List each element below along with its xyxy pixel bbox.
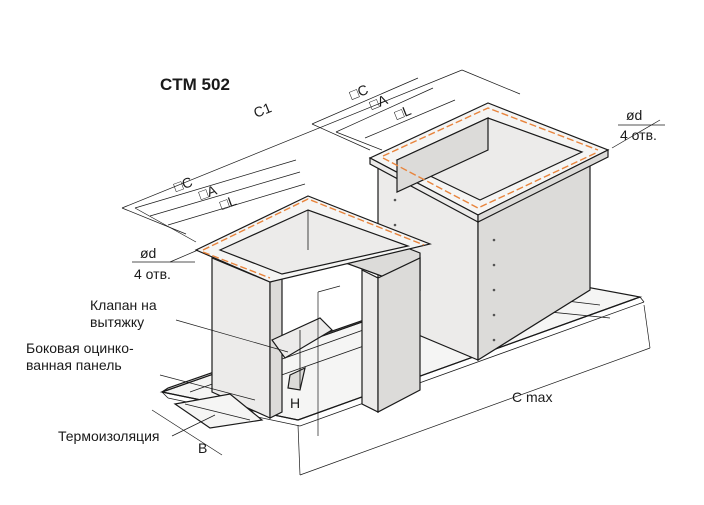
- holes-right-count: 4 отв.: [620, 127, 657, 143]
- dim-a-right-label: □A: [367, 91, 390, 113]
- left-box: [173, 195, 432, 429]
- callout-valve-line2: вытяжку: [90, 314, 144, 330]
- dim-c1-label: C1: [251, 99, 274, 121]
- holes-left-count: 4 отв.: [134, 266, 171, 282]
- holes-right-diameter: ød: [626, 107, 642, 123]
- dim-cmax-label: C max: [512, 389, 552, 405]
- callout-panel-line2: ванная панель: [26, 357, 122, 373]
- dimension-lines: [121, 69, 665, 476]
- valve: [271, 317, 333, 391]
- dim-a-left-label: □A: [197, 181, 220, 202]
- callout-valve-line1: Клапан на: [90, 297, 157, 313]
- drawing-title: CTM 502: [160, 75, 230, 94]
- callout-panel-line1: Боковая оцинко-: [26, 340, 134, 356]
- dim-l-left-label: □L: [218, 192, 239, 213]
- holes-left-diameter: ød: [140, 245, 156, 261]
- dim-b-label: B: [198, 440, 207, 456]
- callout-insulation: Термоизоляция: [58, 428, 159, 444]
- dim-h-label: H: [290, 395, 300, 411]
- dim-l-right-label: □L: [392, 102, 413, 123]
- dim-c-left-label: □C: [172, 173, 195, 194]
- dim-c-right-label: □C: [347, 81, 370, 103]
